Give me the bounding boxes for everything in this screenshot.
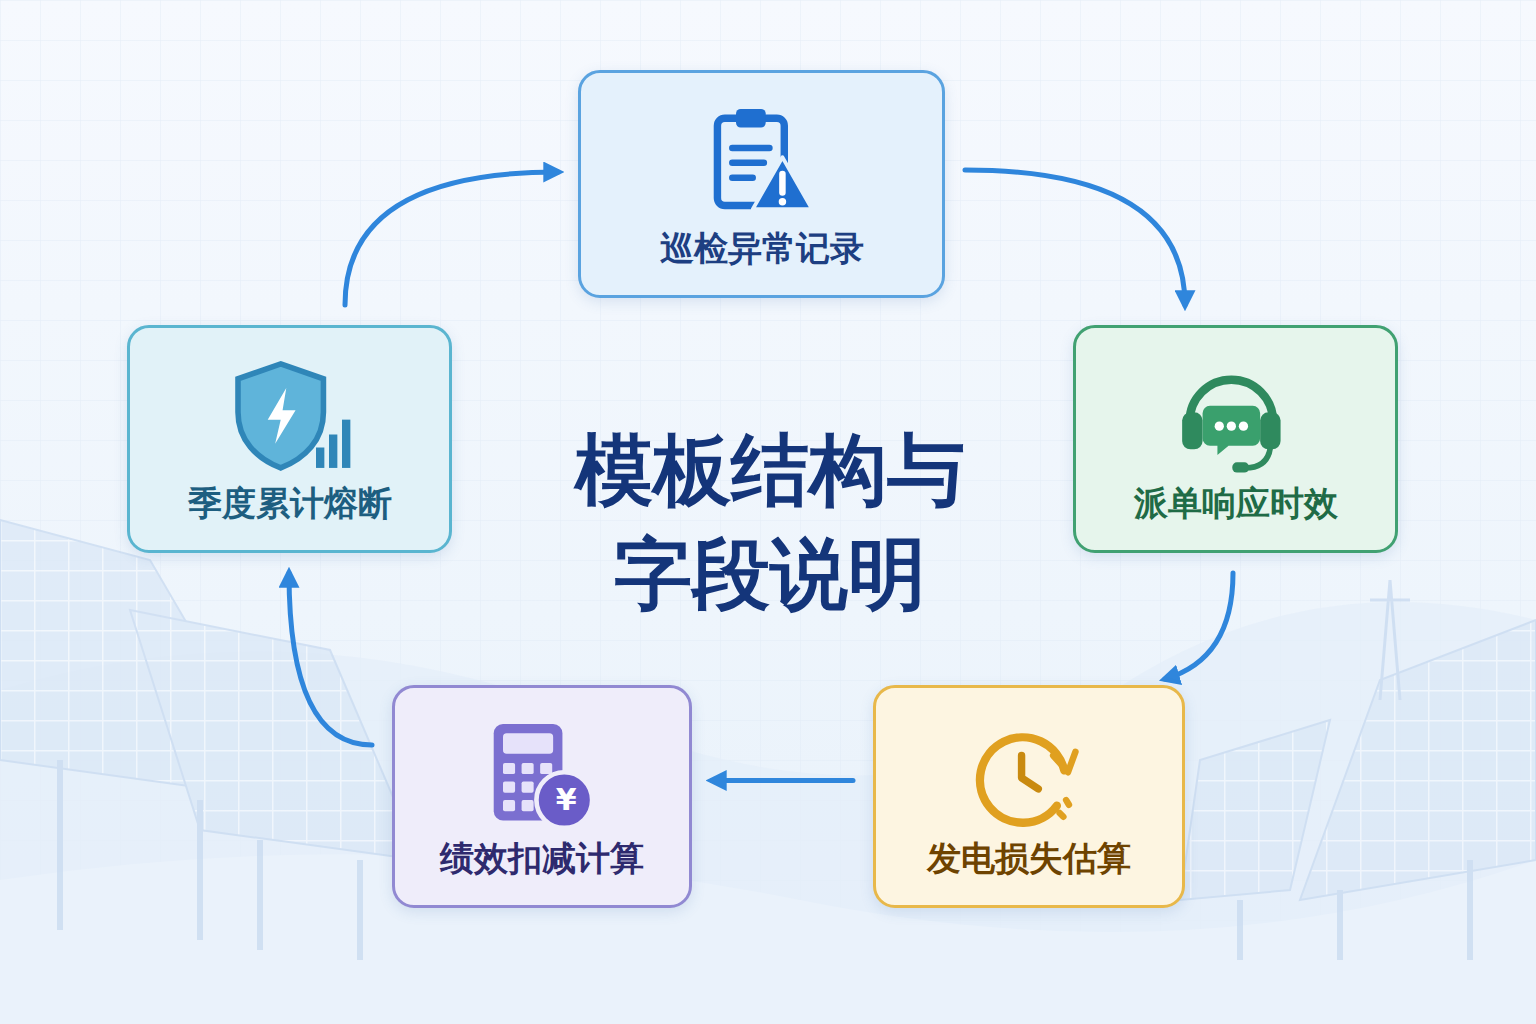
process-box: 绩效扣减计算 ¥ xyxy=(392,685,692,908)
flow-arrow xyxy=(1165,573,1233,679)
box-icon xyxy=(964,710,1094,840)
box-label: 绩效扣减计算 xyxy=(395,838,689,879)
box-label: 发电损失估算 xyxy=(876,838,1182,879)
box-icon xyxy=(225,350,355,480)
flow-arrow xyxy=(289,573,372,745)
process-box: 派单响应时效 xyxy=(1073,325,1398,553)
box-label: 季度累计熔断 xyxy=(130,483,449,524)
flow-arrow xyxy=(345,172,558,305)
process-box: 发电损失估算 xyxy=(873,685,1185,908)
flow-arrow xyxy=(712,778,853,783)
box-icon xyxy=(477,710,607,840)
process-box: 巡检异常记录 xyxy=(578,70,945,298)
box-label: 巡检异常记录 xyxy=(581,228,942,269)
box-icon xyxy=(697,95,827,225)
box-icon xyxy=(1171,350,1301,480)
box-label: 派单响应时效 xyxy=(1076,483,1395,524)
flow-arrow xyxy=(965,170,1185,305)
diagram-title: 模板结构与 字段说明 xyxy=(540,418,1000,626)
process-box: 季度累计熔断 xyxy=(127,325,452,553)
currency-symbol: ¥ xyxy=(556,782,577,817)
